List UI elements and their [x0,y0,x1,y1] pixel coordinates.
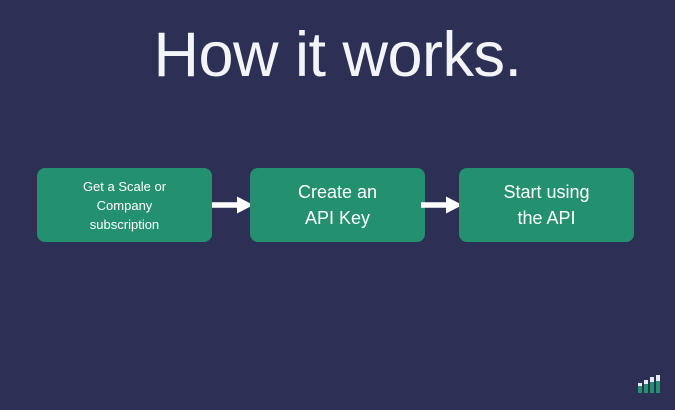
flow-arrow-1 [212,196,254,214]
flow-step-use-api-label: Start using the API [503,182,590,228]
flow-step-api-key-label: Create an API Key [297,182,378,228]
flow-step-subscription-label: Get a Scale or Company subscription [82,178,167,232]
bar-chart-logo-icon [638,375,662,393]
flow-arrow-2 [421,196,463,214]
flow-step-api-key[interactable]: Create an API Key [250,168,425,242]
flow-step-subscription[interactable]: Get a Scale or Company subscription [37,168,212,242]
flow-step-use-api[interactable]: Start using the API [459,168,634,242]
page-title: How it works. [153,20,522,90]
process-flow-diagram: Get a Scale or Company subscription Crea… [37,168,634,242]
